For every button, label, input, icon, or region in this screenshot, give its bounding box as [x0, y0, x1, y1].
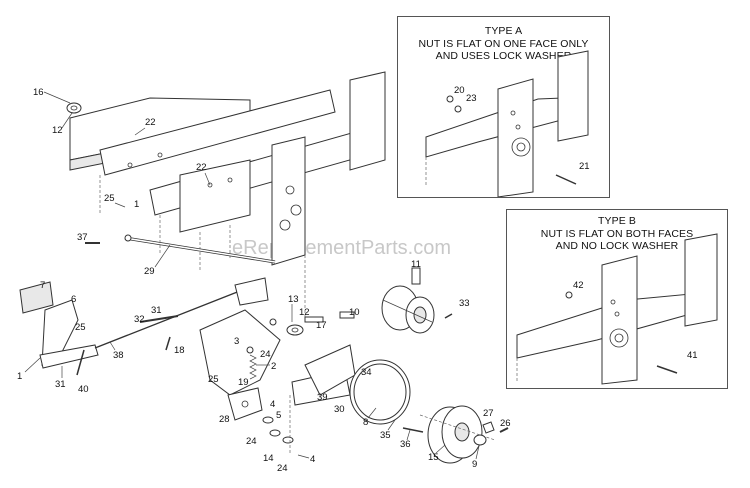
callout-32: 32: [134, 314, 145, 325]
callouts: 16 12 22 22 25 1 37 29 7 6 25 32 31 1 38…: [17, 87, 511, 474]
callout-39: 39: [317, 392, 328, 403]
callout-4b: 4: [310, 454, 315, 465]
callout-7: 7: [40, 280, 45, 291]
callout-20: 20: [454, 85, 465, 96]
callout-41: 41: [687, 350, 698, 361]
callout-4a: 4: [270, 399, 275, 410]
callout-16: 16: [33, 87, 44, 98]
callout-40: 40: [78, 384, 89, 395]
callout-15: 15: [428, 452, 439, 463]
callout-37: 37: [77, 232, 88, 243]
callout-1b: 1: [17, 371, 22, 382]
callout-23: 23: [466, 93, 477, 104]
pivot-bushing-right: [269, 318, 304, 336]
callout-11: 11: [411, 259, 421, 270]
main-frame: [69, 71, 386, 320]
inset-a-title-line3: AND USES LOCK WASHER: [435, 50, 572, 62]
callout-19: 19: [238, 377, 249, 388]
callout-25a: 25: [104, 193, 115, 204]
callout-24b: 24: [246, 436, 257, 447]
pto-clutch: [381, 267, 435, 334]
inset-a-title: TYPE A NUT IS FLAT ON ONE FACE ONLY AND …: [398, 25, 609, 63]
callout-31a: 31: [151, 305, 162, 316]
callout-5: 5: [276, 410, 281, 421]
callout-36: 36: [400, 439, 411, 450]
inset-a-title-line1: TYPE A: [484, 25, 523, 37]
callout-18: 18: [174, 345, 185, 356]
inset-type-a: TYPE A NUT IS FLAT ON ONE FACE ONLY AND …: [397, 16, 610, 198]
callout-13: 13: [288, 294, 299, 305]
callout-14: 14: [263, 453, 274, 464]
callout-24a: 24: [260, 349, 271, 360]
callout-6: 6: [71, 294, 76, 305]
callout-31b: 31: [55, 379, 66, 390]
inset-a-title-line2: NUT IS FLAT ON ONE FACE ONLY: [418, 37, 589, 50]
callout-26: 26: [500, 418, 511, 429]
brake-arm: [227, 387, 263, 421]
callout-30: 30: [334, 404, 345, 415]
callout-9: 9: [472, 459, 477, 470]
callout-12: 12: [52, 125, 63, 136]
inset-type-b: TYPE B NUT IS FLAT ON BOTH FACES AND NO …: [506, 209, 728, 389]
callout-25c: 25: [208, 374, 219, 385]
watermark: eReplacementParts.com: [232, 237, 451, 259]
brake-band: [349, 359, 411, 425]
spring: [246, 346, 257, 380]
pulley: [419, 405, 496, 464]
callout-8: 8: [363, 417, 368, 428]
washer-stack: [262, 416, 294, 444]
callout-35: 35: [380, 430, 391, 441]
callout-25b: 25: [75, 322, 86, 333]
inset-b-title: TYPE B NUT IS FLAT ON BOTH FACES AND NO …: [507, 215, 727, 253]
callout-29: 29: [144, 266, 155, 277]
inset-b-title-line2: NUT IS FLAT ON BOTH FACES: [540, 227, 694, 240]
callout-22b: 22: [196, 162, 207, 173]
brake-bracket: [289, 344, 356, 455]
pedal-rod: [124, 234, 276, 264]
inset-b-title-line1: TYPE B: [598, 215, 636, 227]
pedal-assembly: [19, 281, 99, 369]
callout-12b: 12: [299, 307, 310, 318]
nut-washer: [473, 421, 509, 446]
bolts: [76, 242, 453, 433]
inset-a-drawing: 20 23 21: [425, 50, 590, 197]
callout-27: 27: [483, 408, 494, 419]
callout-38: 38: [113, 350, 124, 361]
pivot-bushing: [66, 102, 82, 114]
callout-24c: 24: [277, 463, 288, 474]
callout-2: 2: [271, 361, 276, 372]
control-linkage: [94, 277, 281, 396]
callout-10: 10: [349, 307, 360, 318]
callout-34: 34: [361, 367, 372, 378]
callout-17: 17: [316, 320, 327, 331]
callout-28: 28: [219, 414, 230, 425]
callout-22a: 22: [145, 117, 156, 128]
callout-3: 3: [234, 336, 239, 347]
inset-b-title-line3: AND NO LOCK WASHER: [555, 240, 679, 252]
callout-21: 21: [579, 161, 590, 172]
inset-b-drawing: 42 41: [516, 233, 718, 385]
callout-33: 33: [459, 298, 470, 309]
callout-1a: 1: [134, 199, 139, 210]
callout-42: 42: [573, 280, 584, 291]
